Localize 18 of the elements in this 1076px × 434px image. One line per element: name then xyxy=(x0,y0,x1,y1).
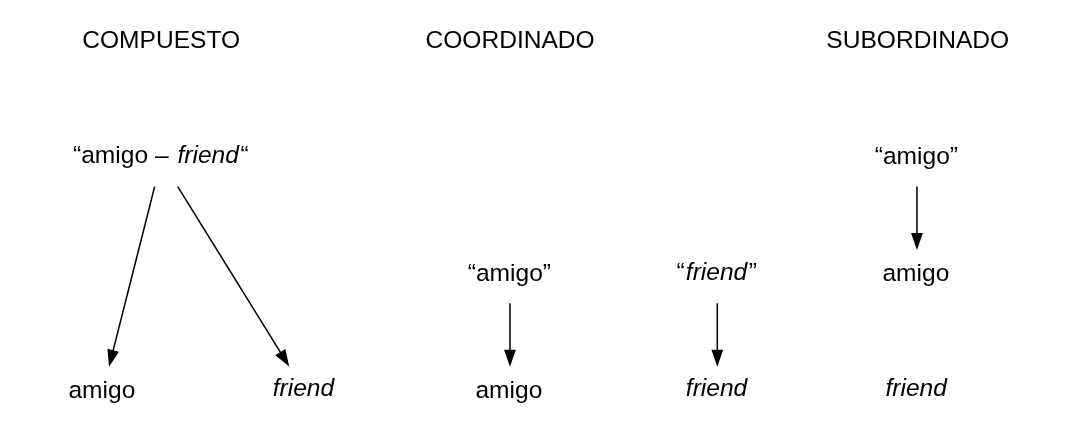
label: COMPUESTO xyxy=(82,25,241,53)
label: friend xyxy=(885,374,947,402)
arrow xyxy=(504,302,516,367)
node-text: amigo xyxy=(882,259,950,287)
node-text: “amigo” xyxy=(874,142,958,170)
node-text: amigo xyxy=(68,375,136,403)
arrow xyxy=(711,302,724,367)
arrow xyxy=(176,185,290,367)
node-text: friend xyxy=(685,374,748,402)
label: COORDINADO xyxy=(425,25,595,53)
label: SUBORDINADO xyxy=(826,25,1010,53)
arrow xyxy=(107,185,156,367)
node-text: amigo xyxy=(475,375,543,403)
node-text: “amigo” xyxy=(467,259,551,287)
node-text: “friend” xyxy=(676,257,757,285)
arrow xyxy=(911,185,923,250)
node-text: “amigo – friend“ xyxy=(73,140,249,168)
node-text: friend xyxy=(272,374,335,402)
